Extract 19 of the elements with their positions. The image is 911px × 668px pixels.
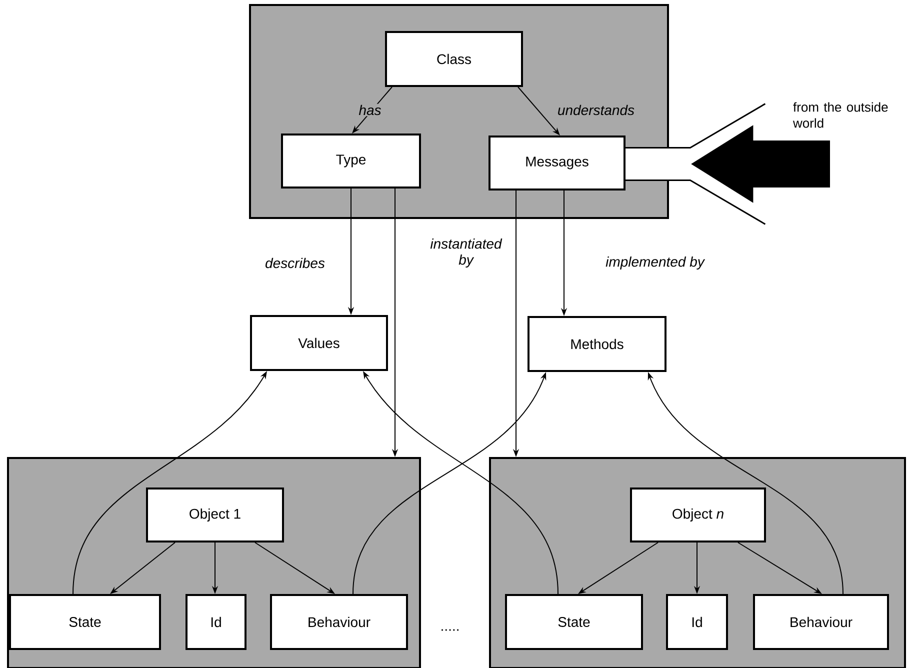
box: Object 1 (146, 488, 284, 542)
box: Object n (630, 488, 766, 542)
box: State (9, 594, 161, 650)
box: Id (666, 594, 728, 650)
edge-label: from the outside world (792, 101, 894, 129)
box: Type (281, 134, 421, 188)
box: Id (186, 594, 246, 650)
box: Behaviour (270, 594, 408, 650)
edge-label: implemented by (604, 255, 706, 271)
edge-label: describes (264, 256, 326, 270)
box: Behaviour (753, 594, 889, 650)
box: Methods (528, 316, 666, 372)
box: Values (250, 315, 388, 371)
edge-label: has (358, 104, 382, 116)
edge-label: instantiated by (422, 237, 510, 269)
edge-label: understands (556, 104, 636, 116)
box: Class (385, 31, 523, 87)
ellipsis: ..... (442, 629, 458, 631)
box: State (505, 594, 643, 650)
